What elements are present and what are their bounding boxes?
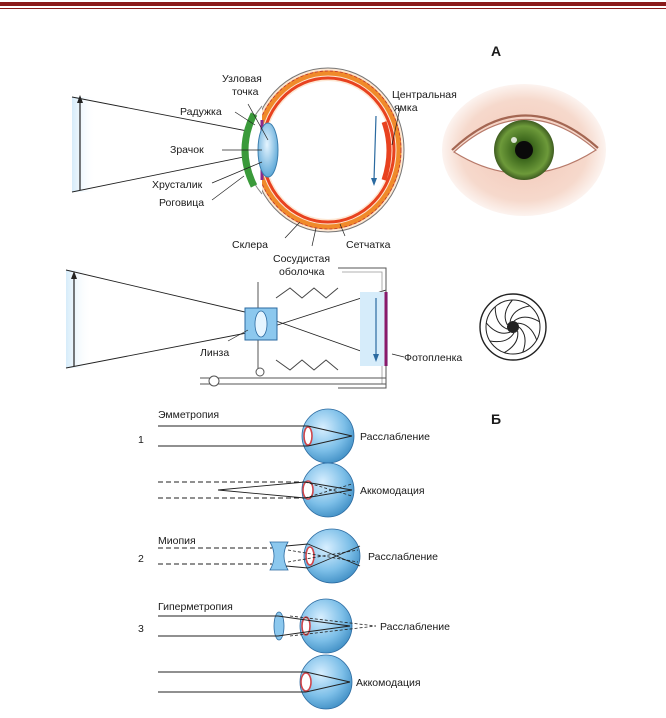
label-film: Фотопленка	[404, 352, 462, 364]
top-rule-thin	[0, 8, 666, 9]
aperture-blade	[489, 332, 515, 343]
label-choroid: Сосудистая	[273, 253, 330, 265]
label-nodal-point-2: точка	[232, 86, 259, 98]
eye-hyperopia-relaxed	[158, 598, 377, 654]
aperture-blade	[518, 326, 526, 353]
aperture-blade	[485, 322, 511, 334]
label-retina: Сетчатка	[346, 239, 391, 251]
aperture-icon	[479, 293, 547, 361]
label-fovea: Центральная	[392, 89, 457, 101]
label-nodal-point: Узловая	[222, 73, 262, 85]
state-hyperopia-relaxed: Расслабление	[380, 621, 450, 633]
case-number-2: 2	[138, 553, 144, 565]
aperture-blade	[513, 316, 540, 323]
panel-letter-a: А	[491, 43, 501, 59]
object-arrow-eye	[72, 95, 96, 192]
eye-hyperopia-accommodated	[158, 654, 353, 710]
label-pupil: Зрачок	[170, 144, 204, 156]
label-lens: Хрусталик	[152, 179, 203, 191]
label-iris: Радужка	[180, 106, 222, 118]
aperture-blade	[494, 306, 508, 330]
case-title-emmetropia: Эмметропия	[158, 409, 219, 421]
case-number-1: 1	[138, 434, 144, 446]
label-camera-lens: Линза	[200, 347, 229, 359]
aperture-blade	[504, 330, 519, 354]
panel-letter-b: Б	[491, 411, 501, 427]
object-arrow-camera	[66, 270, 92, 368]
eyeball-cross-section	[241, 67, 405, 233]
label-cornea: Роговица	[159, 197, 204, 209]
state-myopia-relaxed: Расслабление	[368, 551, 438, 563]
camera-body	[200, 267, 405, 389]
aperture-blade	[504, 299, 513, 326]
top-rule	[0, 2, 666, 6]
case-title-hyperopia: Гиперметропия	[158, 601, 233, 613]
label-sclera: Склера	[232, 239, 268, 251]
state-emmetropia-relaxed: Расслабление	[360, 431, 430, 443]
eye-leader-lines	[211, 103, 401, 247]
case-number-3: 3	[138, 623, 144, 635]
aperture-blade	[517, 322, 538, 341]
label-choroid-2: оболочка	[279, 266, 325, 278]
external-eye-illustration	[442, 84, 606, 216]
eye-emmetropia-relaxed	[158, 408, 355, 464]
aperture-blade	[509, 305, 530, 322]
label-fovea-2: ямка	[394, 102, 418, 114]
state-hyperopia-accommodated: Аккомодация	[356, 677, 421, 689]
eye-myopia-relaxed	[158, 528, 361, 584]
eye-labels: Узловая точка Радужка Зрачок Хрусталик Р…	[152, 73, 457, 278]
state-emmetropia-accommodated: Аккомодация	[360, 485, 425, 497]
case-title-myopia: Миопия	[158, 535, 196, 547]
eye-emmetropia-accommodated	[158, 462, 355, 518]
